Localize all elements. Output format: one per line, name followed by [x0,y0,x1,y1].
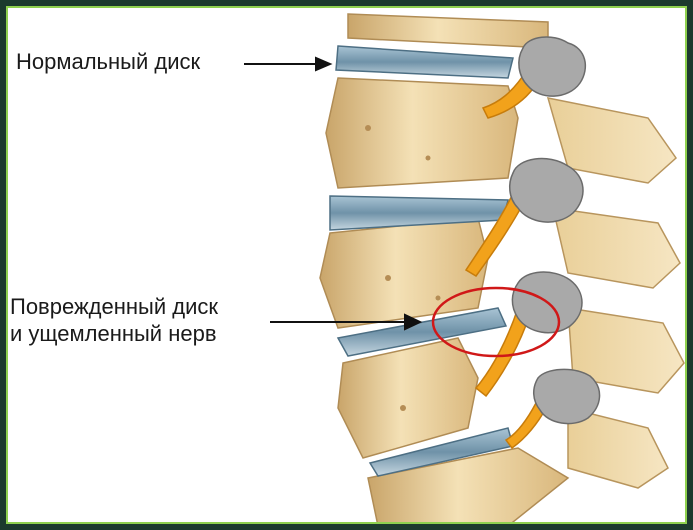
damaged-disc-label-line2: и ущемленный нерв [10,320,218,347]
damaged-disc-label-line1: Поврежденный диск [10,293,218,320]
illustration-panel: Нормальный диск Поврежденный диск и ущем… [6,6,687,524]
damaged-disc-label: Поврежденный диск и ущемленный нерв [10,293,218,347]
normal-disc [336,46,513,78]
arrow-normal-head [316,58,330,70]
normal-disc-label: Нормальный диск [16,48,200,75]
upper-disc [330,196,508,230]
spine-illustration [8,8,687,524]
